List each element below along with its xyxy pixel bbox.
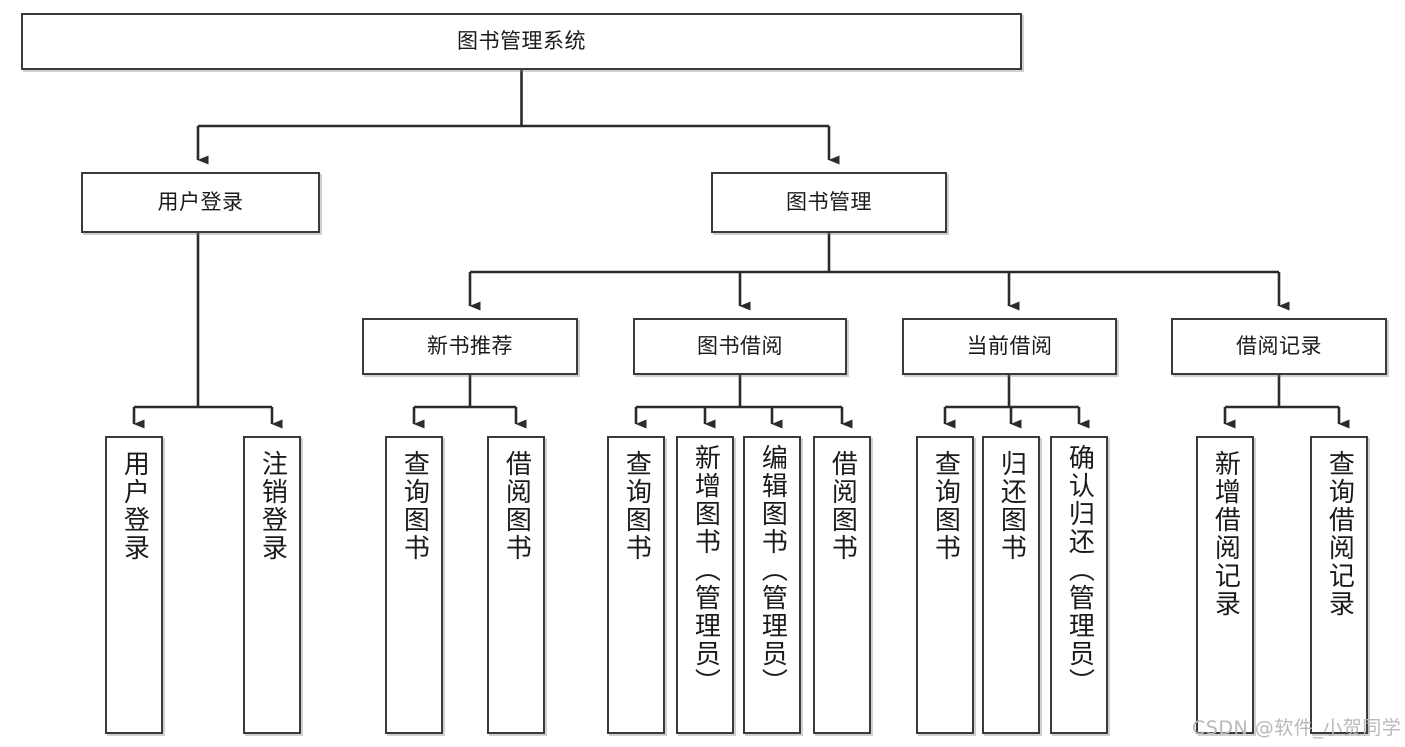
node-leaf-edit-book-admin-label: 编辑图书（管理员） xyxy=(757,444,788,696)
node-book-borrow[interactable]: 图书借阅 xyxy=(633,318,847,375)
node-borrow-record-label: 借阅记录 xyxy=(1236,334,1322,359)
node-leaf-query-book-borrow-label: 查询图书 xyxy=(621,450,652,562)
node-leaf-query-book-current-label: 查询图书 xyxy=(930,450,961,562)
node-borrow-record[interactable]: 借阅记录 xyxy=(1171,318,1387,375)
node-leaf-borrow-book-rec[interactable]: 借阅图书 xyxy=(487,436,545,734)
node-leaf-query-book-rec[interactable]: 查询图书 xyxy=(385,436,443,734)
csdn-watermark: CSDN @软件_小贺同学 xyxy=(1192,717,1402,739)
node-new-book-recommend[interactable]: 新书推荐 xyxy=(362,318,578,375)
node-leaf-user-logout[interactable]: 注销登录 xyxy=(243,436,301,734)
node-leaf-query-borrow-record[interactable]: 查询借阅记录 xyxy=(1310,436,1368,734)
node-leaf-return-book-label: 归还图书 xyxy=(996,450,1027,562)
node-leaf-borrow-book-label: 借阅图书 xyxy=(827,450,858,562)
node-leaf-add-book-admin-label: 新增图书（管理员） xyxy=(690,444,721,696)
node-leaf-edit-book-admin[interactable]: 编辑图书（管理员） xyxy=(743,436,801,734)
node-new-book-recommend-label: 新书推荐 xyxy=(427,334,513,359)
node-leaf-confirm-return-admin[interactable]: 确认归还（管理员） xyxy=(1050,436,1108,734)
node-leaf-borrow-book-rec-label: 借阅图书 xyxy=(501,450,532,562)
node-leaf-add-borrow-record[interactable]: 新增借阅记录 xyxy=(1196,436,1254,734)
node-current-borrow[interactable]: 当前借阅 xyxy=(902,318,1117,375)
node-leaf-add-borrow-record-label: 新增借阅记录 xyxy=(1210,450,1241,618)
node-user-login[interactable]: 用户登录 xyxy=(81,172,320,233)
node-user-login-label: 用户登录 xyxy=(157,190,244,215)
node-leaf-query-book-borrow[interactable]: 查询图书 xyxy=(607,436,665,734)
node-leaf-user-login-label: 用户登录 xyxy=(119,450,150,562)
node-root[interactable]: 图书管理系统 xyxy=(21,13,1022,70)
node-root-label: 图书管理系统 xyxy=(457,29,586,54)
node-leaf-query-borrow-record-label: 查询借阅记录 xyxy=(1324,450,1355,618)
node-book-manage-label: 图书管理 xyxy=(786,190,872,215)
node-leaf-confirm-return-admin-label: 确认归还（管理员） xyxy=(1064,444,1095,696)
node-leaf-add-book-admin[interactable]: 新增图书（管理员） xyxy=(676,436,734,734)
node-leaf-borrow-book[interactable]: 借阅图书 xyxy=(813,436,871,734)
node-book-borrow-label: 图书借阅 xyxy=(697,334,783,359)
node-leaf-query-book-current[interactable]: 查询图书 xyxy=(916,436,974,734)
node-leaf-user-login[interactable]: 用户登录 xyxy=(105,436,163,734)
node-current-borrow-label: 当前借阅 xyxy=(966,334,1053,359)
node-leaf-user-logout-label: 注销登录 xyxy=(257,450,288,562)
node-leaf-query-book-rec-label: 查询图书 xyxy=(399,450,430,562)
node-leaf-return-book[interactable]: 归还图书 xyxy=(982,436,1040,734)
node-book-manage[interactable]: 图书管理 xyxy=(711,172,947,233)
